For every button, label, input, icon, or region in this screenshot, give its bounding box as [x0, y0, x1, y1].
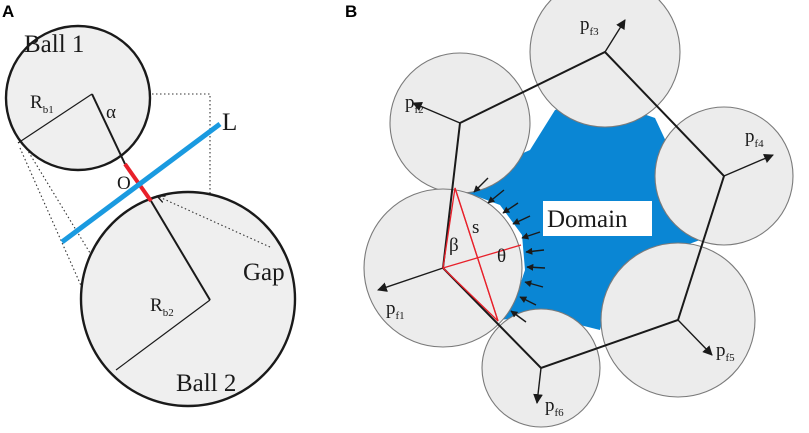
chord-s — [454, 187, 499, 322]
gap-arrow — [157, 196, 271, 248]
panel-b: B — [345, 0, 794, 428]
pf2-label: pf2 — [405, 92, 424, 116]
domain-label-box — [543, 201, 652, 236]
alpha-label: α — [106, 102, 116, 123]
pressure-arrow — [487, 189, 505, 204]
pf6-label: pf6 — [545, 395, 564, 419]
ball-1 — [4, 24, 152, 172]
pf3-label: pf3 — [580, 14, 599, 38]
rb1-label: Rb1 — [30, 92, 54, 116]
rb2-label: Rb2 — [150, 295, 174, 319]
center-line-1 — [91, 93, 126, 165]
ball-1-label: Ball 1 — [24, 31, 84, 58]
beta-label: β — [449, 235, 459, 256]
pf1-label: pf1 — [386, 298, 405, 322]
bisector-line — [442, 244, 522, 269]
point-o-label: O — [117, 173, 131, 194]
force-arrow-pf3 — [604, 19, 626, 53]
force-arrow-pf5 — [677, 319, 713, 356]
radius-b1 — [17, 93, 93, 144]
pf4-label: pf4 — [745, 126, 764, 150]
pressure-arrow — [473, 177, 489, 193]
pressure-arrow — [521, 231, 541, 240]
force-arrow-pf2 — [412, 101, 461, 124]
s-label: s — [472, 217, 479, 238]
theta-label: θ — [497, 246, 506, 267]
panel-a: A Ball 1 Ball 2 Rb1 Rb2 α L O Gap — [2, 2, 297, 408]
force-arrow-pf1 — [377, 267, 444, 292]
radius-b2 — [115, 299, 211, 371]
domain-label: Domain — [547, 206, 628, 233]
pf5-label: pf5 — [716, 340, 735, 364]
force-arrow-pf4 — [723, 153, 774, 177]
pressure-arrow — [510, 310, 527, 323]
force-arrow-pf6 — [533, 367, 543, 404]
panel-b-letter: B — [345, 2, 357, 21]
pressure-arrows — [473, 177, 546, 323]
pressure-arrow — [526, 263, 546, 271]
contact-line-l — [60, 121, 222, 245]
ball-2 — [79, 190, 297, 408]
ball-2-label: Ball 2 — [176, 370, 236, 397]
pressure-arrow — [512, 215, 531, 225]
gap-label: Gap — [243, 259, 285, 286]
panel-a-letter: A — [2, 2, 14, 21]
line-l-label: L — [222, 109, 237, 136]
center-line-2 — [150, 200, 211, 301]
particle-3 — [529, 0, 681, 128]
pressure-arrow — [519, 296, 537, 306]
pressure-arrow — [524, 280, 544, 288]
pressure-arrow — [525, 247, 545, 255]
pressure-arrow — [502, 202, 519, 214]
